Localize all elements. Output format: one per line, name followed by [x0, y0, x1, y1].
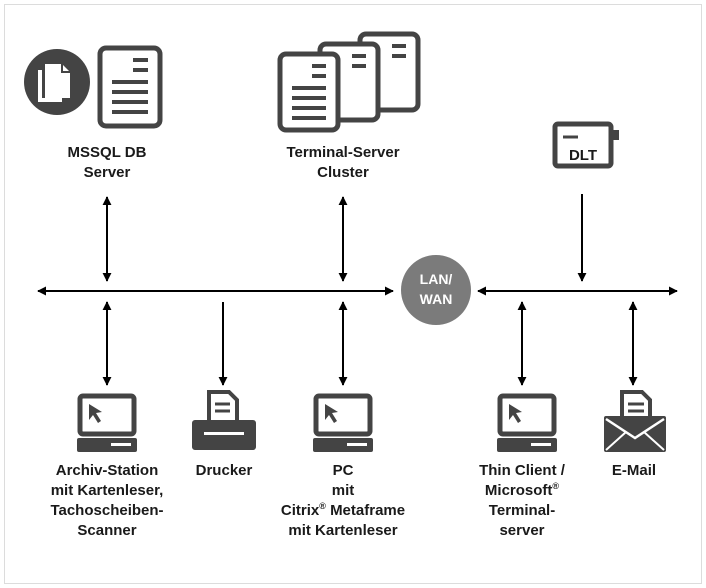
label-thin-client: Thin Client / Microsoft® Terminal- serve…: [462, 461, 582, 541]
label-pc-line4: mit Kartenleser: [288, 522, 398, 539]
label-archiv-line2: mit Kartenleser,: [50, 482, 164, 499]
label-archiv-line3: Tachoscheiben-: [50, 502, 164, 519]
registered-mark: ®: [319, 501, 326, 511]
label-terminal-cluster-line2: Cluster: [317, 164, 369, 181]
hub-label-line2: WAN: [420, 291, 453, 307]
tape-drive-icon: DLT: [552, 121, 619, 169]
label-mssql-line1: MSSQL DB: [67, 144, 147, 161]
label-pc-line2: mit: [331, 482, 355, 499]
label-thin-client-line4: server: [499, 522, 545, 539]
label-pc: PC mit Citrix® Metaframe mit Kartenleser: [268, 461, 418, 541]
label-pc-citrix: Citrix: [280, 502, 320, 519]
label-thin-client-line2: Microsoft®: [462, 481, 582, 501]
database-server-icon: [24, 45, 163, 129]
server-stack-icon: [277, 31, 421, 133]
dlt-label: DLT: [569, 147, 597, 164]
label-thin-client-line1: Thin Client /: [479, 462, 565, 479]
label-terminal-cluster-line1: Terminal-Server: [286, 144, 400, 161]
label-email: E-Mail: [598, 461, 670, 481]
printer-icon: [192, 390, 256, 450]
label-thin-client-line3: Terminal-: [488, 502, 556, 519]
label-archiv-line1: Archiv-Station: [55, 462, 159, 479]
envelope-icon: [604, 390, 666, 452]
label-archiv: Archiv-Station mit Kartenleser, Tachosch…: [27, 461, 187, 541]
computer-icon: [313, 393, 373, 452]
computer-icon: [77, 393, 137, 452]
label-terminal-cluster: Terminal-Server Cluster: [258, 143, 428, 183]
label-pc-line3: Citrix® Metaframe: [268, 501, 418, 521]
label-drucker-line1: Drucker: [195, 462, 253, 479]
label-pc-metaframe: Metaframe: [330, 502, 406, 519]
label-mssql-line2: Server: [83, 164, 131, 181]
label-pc-line1: PC: [332, 462, 354, 479]
label-email-line1: E-Mail: [611, 462, 657, 479]
registered-mark: ®: [552, 481, 560, 491]
computer-icon: [497, 393, 557, 452]
label-archiv-line4: Scanner: [77, 522, 137, 539]
label-mssql: MSSQL DB Server: [47, 143, 167, 183]
lan-wan-hub: LAN/ WAN: [401, 255, 471, 325]
label-drucker: Drucker: [183, 461, 265, 481]
label-thin-client-microsoft: Microsoft: [484, 482, 553, 499]
hub-label-line1: LAN/: [420, 271, 453, 287]
